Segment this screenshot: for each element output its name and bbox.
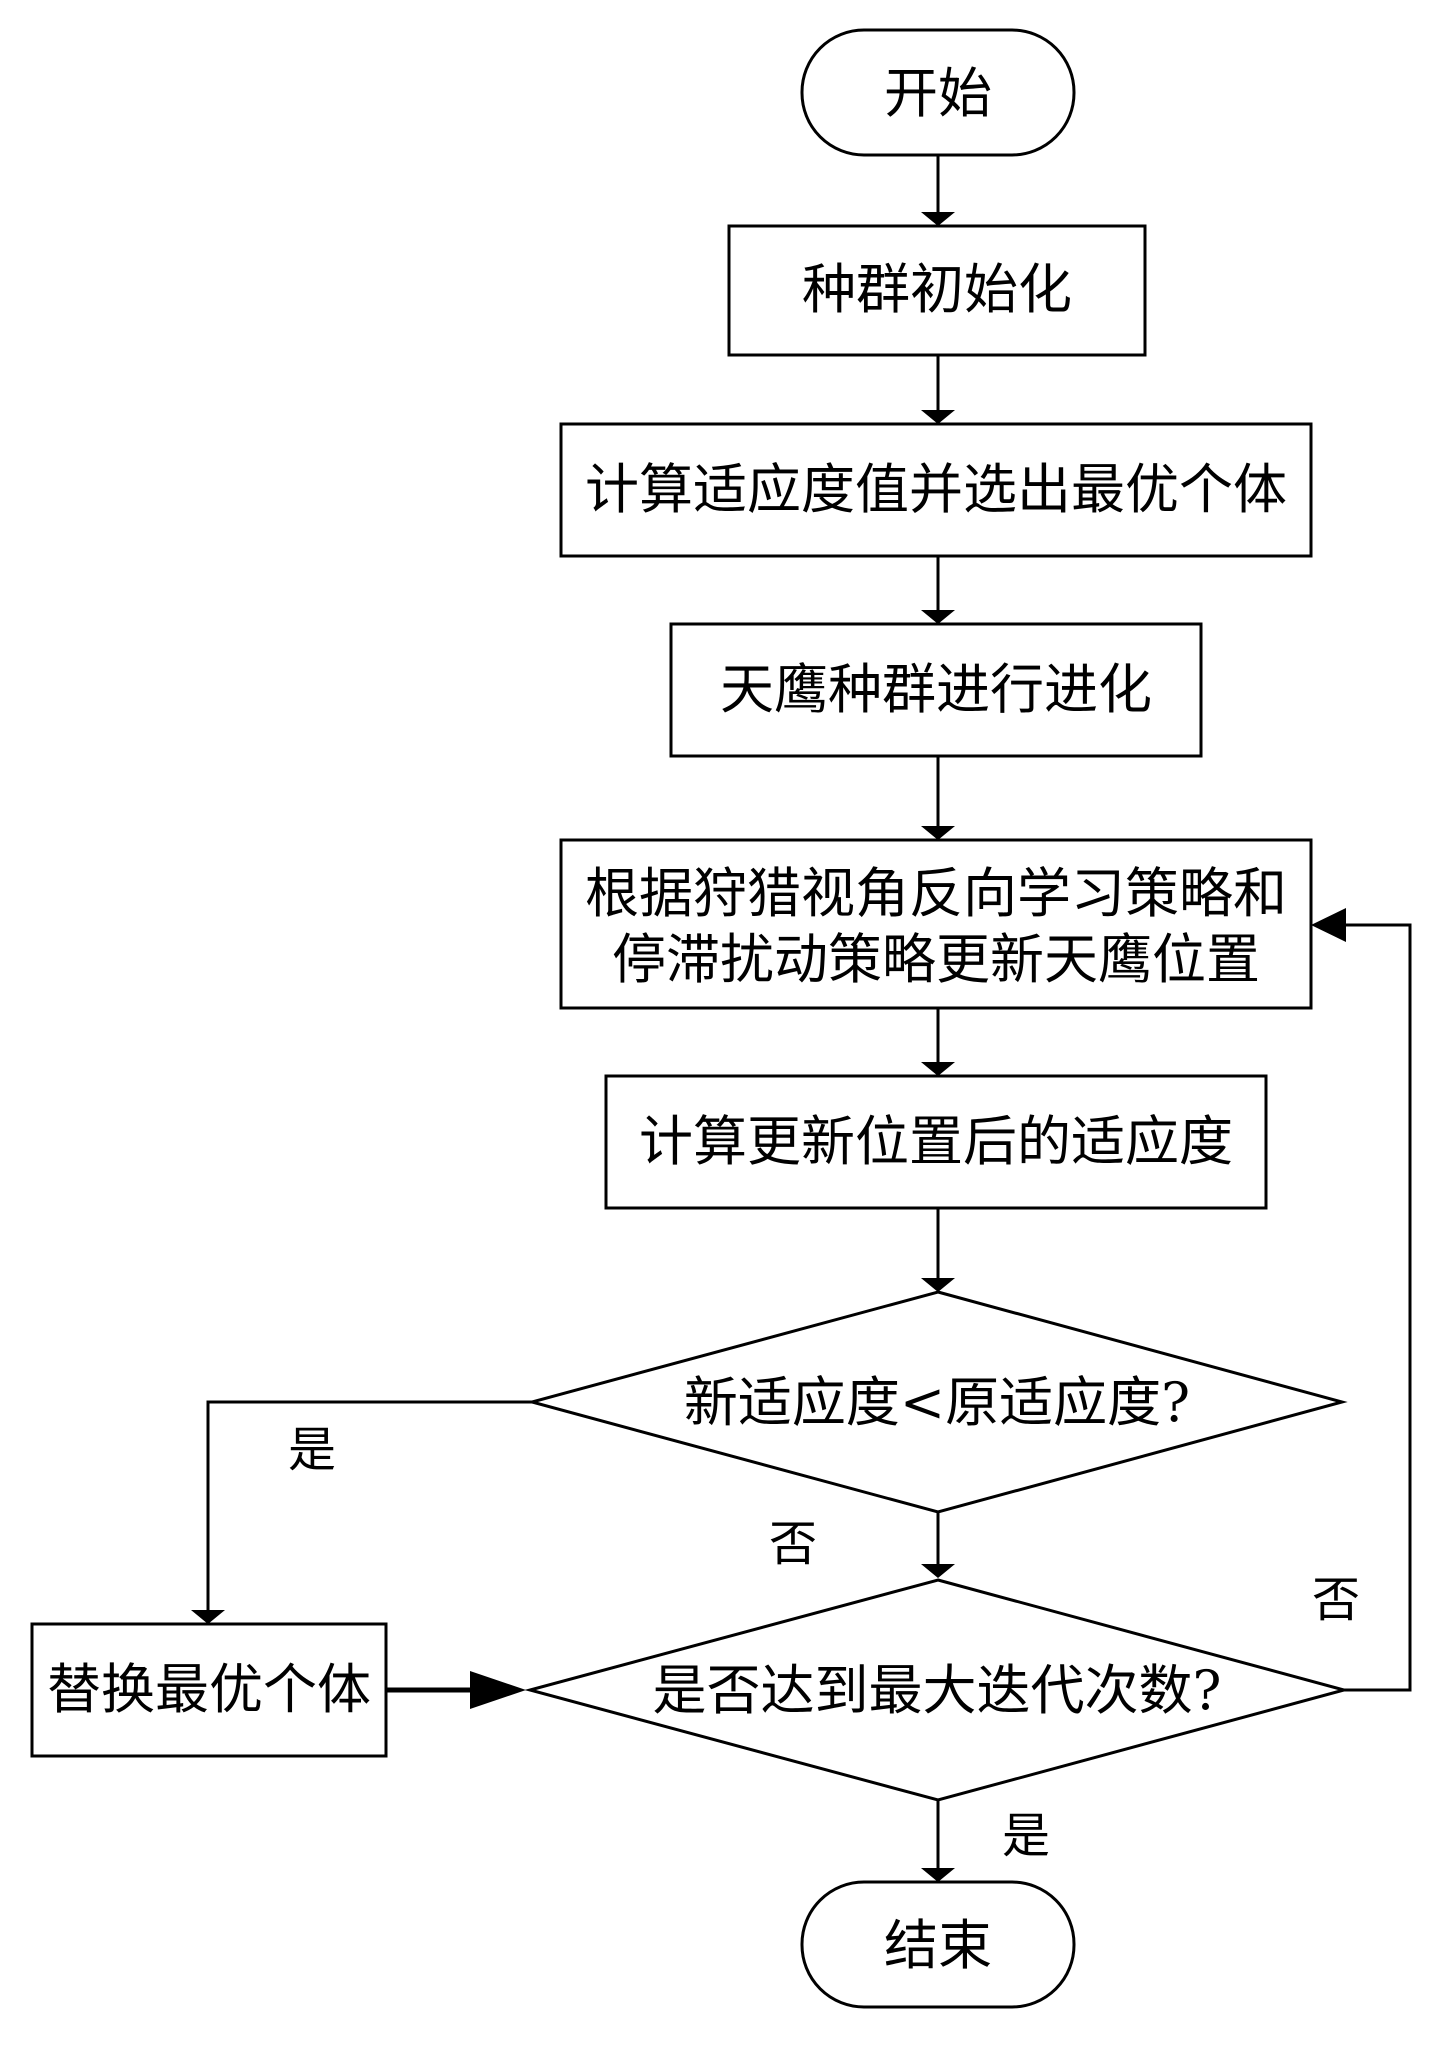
arrowhead-recompute-compare [921, 1278, 955, 1292]
update-node: 根据狩猎视角反向学习策略和 停滞扰动策略更新天鹰位置 [559, 838, 1313, 1010]
compare-no-label: 否 [769, 1516, 817, 1572]
max-iter-label: 是否达到最大迭代次数? [653, 1659, 1222, 1722]
evolve-box [669, 622, 1203, 758]
init-node: 种群初始化 [727, 224, 1147, 357]
edge-labels: 是 否 否 是 [288, 1422, 1360, 1864]
max-iter-diamond [524, 1578, 1350, 1802]
compare-node: 新适应度<原适应度? [526, 1290, 1348, 1514]
max-iter-yes-label: 是 [1002, 1808, 1050, 1864]
fitness-label: 计算适应度值并选出最优个体 [585, 458, 1287, 521]
end-label: 结束 [884, 1914, 992, 1977]
arrowhead-start-init [921, 212, 955, 226]
arrowhead-update-recompute [921, 1062, 955, 1076]
update-label-line2: 停滞扰动策略更新天鹰位置 [612, 928, 1260, 991]
edge-maxiter-update [1344, 923, 1412, 1692]
arrowhead-evolve-update [921, 826, 955, 840]
arrowhead-maxiter-update [1311, 908, 1346, 942]
arrowhead-replace-maxiter [470, 1671, 526, 1709]
update-label-line1: 根据狩猎视角反向学习策略和 [585, 862, 1287, 925]
max-iter-no-label: 否 [1312, 1572, 1360, 1628]
arrowhead-maxiter-end [921, 1868, 955, 1882]
start-label: 开始 [884, 62, 992, 125]
update-box [559, 838, 1313, 1010]
replace-node: 替换最优个体 [30, 1622, 388, 1758]
end-terminator [800, 1880, 1076, 2009]
init-box [727, 224, 1147, 357]
compare-yes-label: 是 [288, 1422, 336, 1478]
fitness-node: 计算适应度值并选出最优个体 [559, 422, 1313, 558]
replace-label: 替换最优个体 [47, 1658, 371, 1721]
end-node: 结束 [800, 1880, 1076, 2009]
compare-label: 新适应度<原适应度? [684, 1371, 1190, 1434]
connectors [191, 155, 1412, 1882]
evolve-node: 天鹰种群进行进化 [669, 622, 1203, 758]
fitness-box [559, 422, 1313, 558]
recompute-box [604, 1074, 1268, 1210]
arrowhead-fitness-evolve [921, 610, 955, 624]
max-iter-node: 是否达到最大迭代次数? [524, 1578, 1350, 1802]
replace-box [30, 1622, 388, 1758]
edge-compare-replace [206, 1400, 532, 1610]
arrowhead-compare-replace [191, 1610, 225, 1624]
arrowhead-init-fitness [921, 410, 955, 424]
evolve-label: 天鹰种群进行进化 [720, 658, 1152, 721]
init-label: 种群初始化 [802, 258, 1072, 321]
recompute-node: 计算更新位置后的适应度 [604, 1074, 1268, 1210]
start-node: 开始 [800, 28, 1076, 157]
start-terminator [800, 28, 1076, 157]
recompute-label: 计算更新位置后的适应度 [639, 1110, 1233, 1173]
compare-diamond [526, 1290, 1348, 1514]
arrowhead-compare-maxiter [921, 1564, 955, 1578]
